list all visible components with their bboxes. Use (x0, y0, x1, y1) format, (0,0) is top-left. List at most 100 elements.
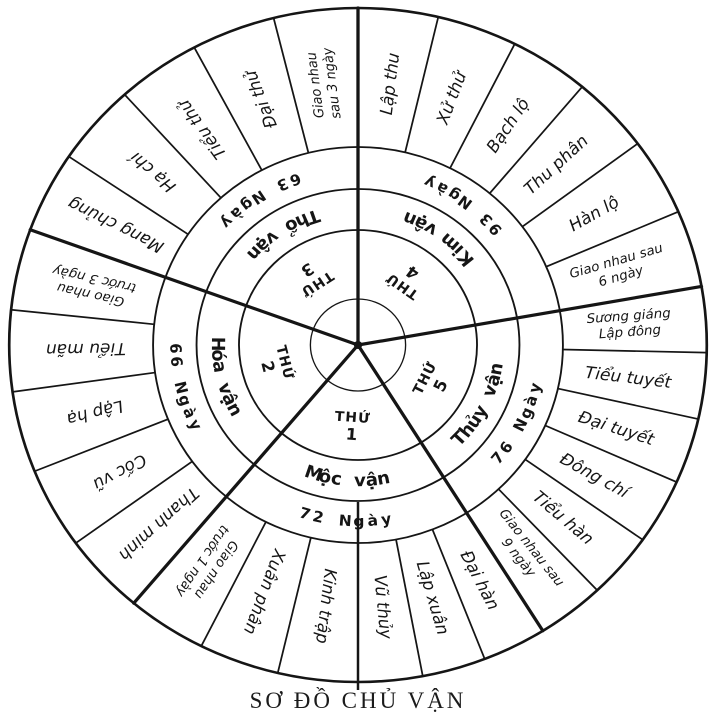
day-count-label-char: 2 (311, 507, 326, 527)
solar-term-text: Bạch lộ (482, 94, 534, 156)
element-ring-label-char: a (208, 359, 231, 374)
term-cell-divider (68, 155, 189, 235)
element-ring-label-char: H (207, 337, 228, 352)
term-cell-divider (276, 537, 312, 674)
solar-term-label: Tiểu hàn (529, 487, 598, 549)
day-count-label-char: N (338, 512, 352, 531)
day-count-label-char: 6 (166, 343, 185, 354)
day-count-label-char: à (521, 393, 542, 408)
sector-divider-line (132, 343, 360, 605)
element-ring-label-char: v (354, 470, 367, 491)
sector-divider-line (356, 343, 545, 633)
term-cell-divider (562, 348, 707, 354)
element-ring-label-char: M (302, 461, 326, 486)
solar-term-label: Lập thu (376, 52, 404, 116)
term-cell-divider (34, 418, 169, 473)
solar-term-text: Thanh minh (115, 484, 203, 565)
label-line-1: Sương giáng (586, 305, 671, 327)
solar-term-label: Hạ chí (124, 147, 180, 197)
solar-term-text: Tiểu mãn (46, 339, 126, 360)
day-count-label-char: y (185, 416, 206, 433)
solar-term-text: Tiểu thử (172, 94, 230, 163)
element-ring-label-char: ộ (316, 465, 333, 488)
solar-term-text: Lập xuân (413, 559, 454, 637)
solar-term-label: Đại tuyết (576, 406, 658, 449)
term-cell-divider (431, 529, 486, 660)
solar-term-label: Lập xuân (413, 559, 454, 637)
term-cell-divider (544, 424, 677, 483)
day-count-label-char: g (174, 393, 195, 409)
day-count-label-char: y (525, 381, 545, 395)
solar-term-text: Đông chí (557, 448, 635, 502)
solar-term-text: Tiểu tuyết (584, 362, 674, 392)
term-cell-divider (497, 488, 598, 591)
day-count-label-char: y (380, 510, 393, 529)
solar-term-text: Hạ chí (124, 147, 180, 197)
term-cell-divider (524, 458, 644, 541)
element-ring-label-char: n (375, 467, 392, 490)
order-number: 3 (297, 259, 317, 281)
solar-term-text: Xử thử (432, 67, 472, 128)
term-cell-divider (75, 460, 193, 544)
solar-term-text: Đại tuyết (576, 406, 658, 449)
element-ring-label-char: n (485, 361, 508, 377)
term-cell-divider (404, 16, 440, 153)
term-cell-divider (545, 210, 679, 268)
solar-term-text: Vũ thủy (370, 574, 396, 641)
solar-term-text: Thu phân (520, 131, 592, 199)
solar-term-label: Kinh trập (312, 568, 341, 645)
term-cell-divider (395, 539, 424, 677)
day-count-label-char: N (170, 379, 191, 395)
solar-term-label: Vũ thủy (370, 574, 396, 641)
order-number: 5 (429, 377, 451, 395)
day-count-label-char: 7 (297, 504, 313, 524)
solar-term-label: Đông chí (557, 448, 635, 502)
day-count-label-char: 6 (167, 356, 186, 368)
element-ring-label-char: ậ (482, 372, 506, 389)
term-cell-divider (193, 47, 263, 171)
order-number: 1 (345, 425, 358, 444)
sector-divider-line (28, 228, 360, 347)
term-cell-divider (12, 371, 156, 393)
day-count-label-char: g (353, 512, 364, 530)
element-ring-label-char: ậ (365, 469, 379, 491)
term-cell-divider (521, 142, 639, 228)
solar-term-label: Bạch lộ (482, 94, 534, 156)
term-cell-divider (272, 17, 310, 154)
solar-term-label: Thanh minh (115, 484, 203, 565)
order-word: THỨ (334, 407, 371, 427)
solar-term-label: Xử thử (432, 67, 472, 128)
order-number: 4 (402, 262, 423, 284)
solar-term-text: Lập thu (376, 52, 404, 116)
solar-term-label: Cốc vũ (90, 450, 151, 494)
element-ring-label-char: c (330, 468, 344, 490)
solar-term-text: Lập hạ (65, 397, 126, 430)
center-dot (353, 341, 363, 349)
solar-term-text: Đại thử (239, 66, 281, 131)
solar-term-label: Đại thử (239, 66, 281, 131)
term-cell-divider (557, 387, 699, 420)
solar-term-label: Thu phân (520, 131, 592, 199)
term-cell-divider (200, 521, 267, 647)
day-count-label-char: à (367, 512, 379, 530)
sector-divider-line (356, 284, 704, 347)
solar-term-label: Tiểu thử (172, 94, 230, 163)
solar-term-text: Tiểu hàn (529, 487, 598, 549)
solar-term-text: Xuân phân (240, 546, 291, 637)
solar-term-label: Tiểu tuyết (584, 362, 674, 392)
term-cell-divider (123, 93, 222, 199)
element-ring-label-char: ó (207, 349, 229, 363)
solar-term-text: Kinh trập (312, 568, 341, 645)
label-line-2: Lập đông (598, 322, 661, 342)
solar-term-text: Hàn lộ (565, 192, 623, 235)
